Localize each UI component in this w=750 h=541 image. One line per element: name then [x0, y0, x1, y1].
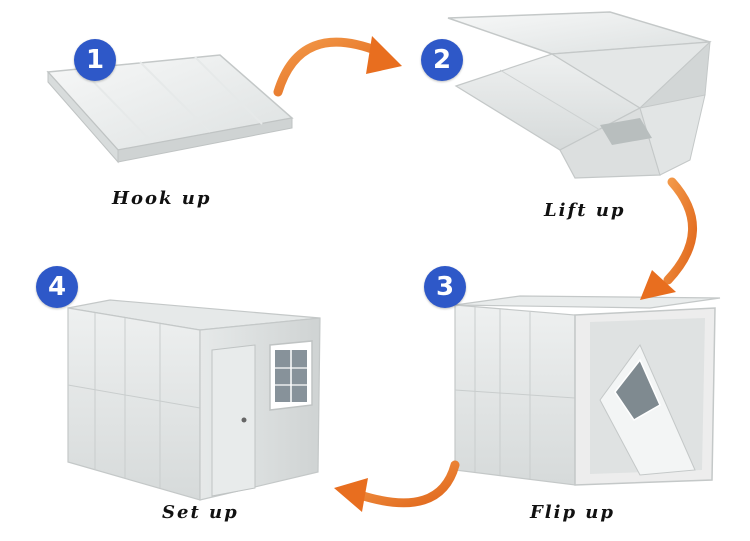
arrow-step1-to-step2 [273, 36, 402, 97]
step-3-flip-image [454, 295, 721, 486]
step-2-badge: 2 [421, 39, 463, 81]
step-2-lift-image [447, 11, 712, 179]
step-2-label: Lift up [544, 200, 626, 221]
arrow-step3-to-step4 [334, 460, 460, 512]
step-1-flat-pack-image [46, 54, 294, 164]
step-4-setup-image [67, 299, 321, 501]
step-4-label: Set up [162, 502, 239, 523]
step-4-badge: 4 [36, 266, 78, 308]
step-1-badge: 1 [74, 39, 116, 81]
step-1-label: Hook up [112, 188, 212, 209]
step-3-badge: 3 [424, 266, 466, 308]
step-3-label: Flip up [530, 502, 615, 523]
arrow-step2-to-step3 [640, 177, 697, 300]
